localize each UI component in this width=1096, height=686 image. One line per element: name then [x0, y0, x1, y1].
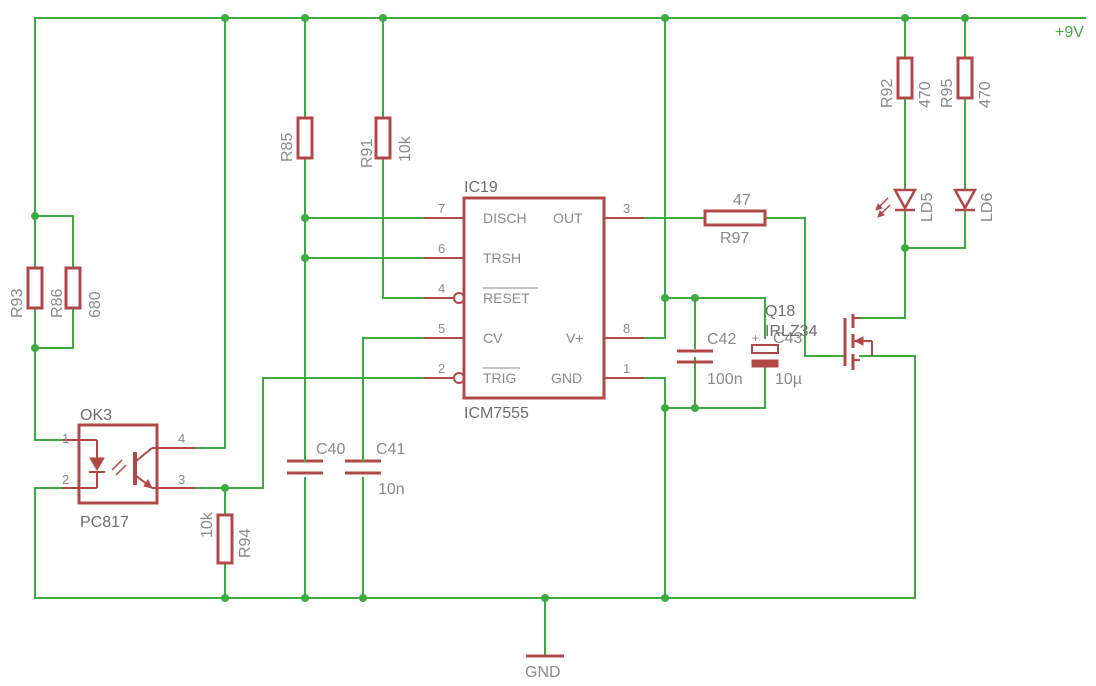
pin-vplus-name: V+ — [566, 330, 584, 346]
resistor-r97: 47 R97 — [703, 192, 767, 247]
capacitor-c40: C40 — [287, 441, 345, 475]
pin-gnd-num: 1 — [623, 361, 630, 376]
c43-ref: C43 — [773, 330, 802, 347]
r91-value: 10k — [397, 135, 414, 162]
pin-reset-name: RESET — [483, 290, 530, 306]
q18-ref: Q18 — [765, 303, 795, 320]
wires — [34, 17, 1086, 657]
pin-trig-name: TRIG — [483, 370, 516, 386]
c40-ref: C40 — [316, 441, 345, 458]
ld5-ref: LD5 — [919, 193, 936, 222]
pin-cv-name: CV — [483, 330, 503, 346]
c43-polarity: + — [752, 331, 759, 345]
r86-value: 680 — [87, 291, 104, 318]
pin-reset-num: 4 — [438, 281, 445, 296]
r93-ref: R93 — [9, 289, 26, 318]
r95-ref: R95 — [939, 79, 956, 108]
r97-value: 47 — [733, 192, 751, 209]
ok3-ref: OK3 — [80, 407, 112, 424]
capacitor-c41: C41 10n — [345, 441, 405, 498]
ld6-ref: LD6 — [979, 193, 996, 222]
r92-value: 470 — [917, 81, 934, 108]
pin-out-num: 3 — [623, 201, 630, 216]
pin-trsh-name: TRSH — [483, 250, 521, 266]
pin-out-name: OUT — [553, 210, 583, 226]
mosfet-q18: Q18 IRLZ34 — [765, 303, 873, 370]
ok3-pin1: 1 — [62, 431, 69, 446]
r95-value: 470 — [977, 81, 994, 108]
resistor-r91: R91 10k — [359, 116, 414, 168]
c42-value: 100n — [707, 371, 743, 388]
ic19-value: ICM7555 — [464, 405, 529, 422]
pin-cv-num: 5 — [438, 321, 445, 336]
c42-ref: C42 — [707, 331, 736, 348]
optocoupler-ok3: OK3 PC817 1 2 3 4 — [62, 407, 196, 531]
r91-ref: R91 — [359, 139, 376, 168]
ic19-ref: IC19 — [464, 179, 498, 196]
r94-ref: R94 — [237, 529, 254, 558]
capacitor-c42: C42 100n — [677, 331, 743, 388]
pin-disch-name: DISCH — [483, 210, 527, 226]
pin-vplus-num: 8 — [623, 321, 630, 336]
pin-disch-num: 7 — [438, 201, 445, 216]
c41-value: 10n — [378, 481, 405, 498]
ok3-pin3: 3 — [178, 472, 185, 487]
pin-trsh-num: 6 — [438, 241, 445, 256]
ok3-value: PC817 — [80, 514, 129, 531]
resistor-r92: R92 470 — [879, 56, 934, 108]
ok3-pin2: 2 — [62, 472, 69, 487]
c43-value: 10µ — [775, 371, 802, 388]
led-ld5: LD5 — [875, 188, 936, 222]
gnd-symbol: GND — [525, 654, 564, 681]
pin-gnd-name: GND — [551, 370, 582, 386]
gnd-net-label: GND — [525, 664, 561, 681]
resistor-r94: 10k R94 — [199, 511, 254, 565]
resistor-r93: R93 R86 — [9, 266, 66, 318]
junctions — [31, 14, 969, 602]
vcc-net-label: +9V — [1055, 24, 1084, 41]
r97-ref: R97 — [720, 230, 749, 247]
r93-overlap-label: R86 — [49, 289, 66, 318]
q18-value: IRLZ34 — [765, 323, 818, 340]
r92-ref: R92 — [879, 79, 896, 108]
c41-ref: C41 — [376, 441, 405, 458]
pin-trig-num: 2 — [438, 361, 445, 376]
resistor-r85: R85 — [279, 116, 314, 162]
capacitor-c43: + C43 10µ — [751, 330, 802, 388]
led-ld6: LD6 — [952, 188, 996, 222]
resistor-r95: R95 470 — [939, 56, 994, 108]
r94-value: 10k — [199, 511, 216, 538]
resistor-r86: 680 — [64, 266, 104, 318]
ic19-555-timer: IC19 ICM7555 7 6 4 5 2 3 8 1 DISCH TRSH … — [424, 179, 644, 422]
r85-ref: R85 — [279, 133, 296, 162]
ok3-pin4: 4 — [178, 431, 185, 446]
